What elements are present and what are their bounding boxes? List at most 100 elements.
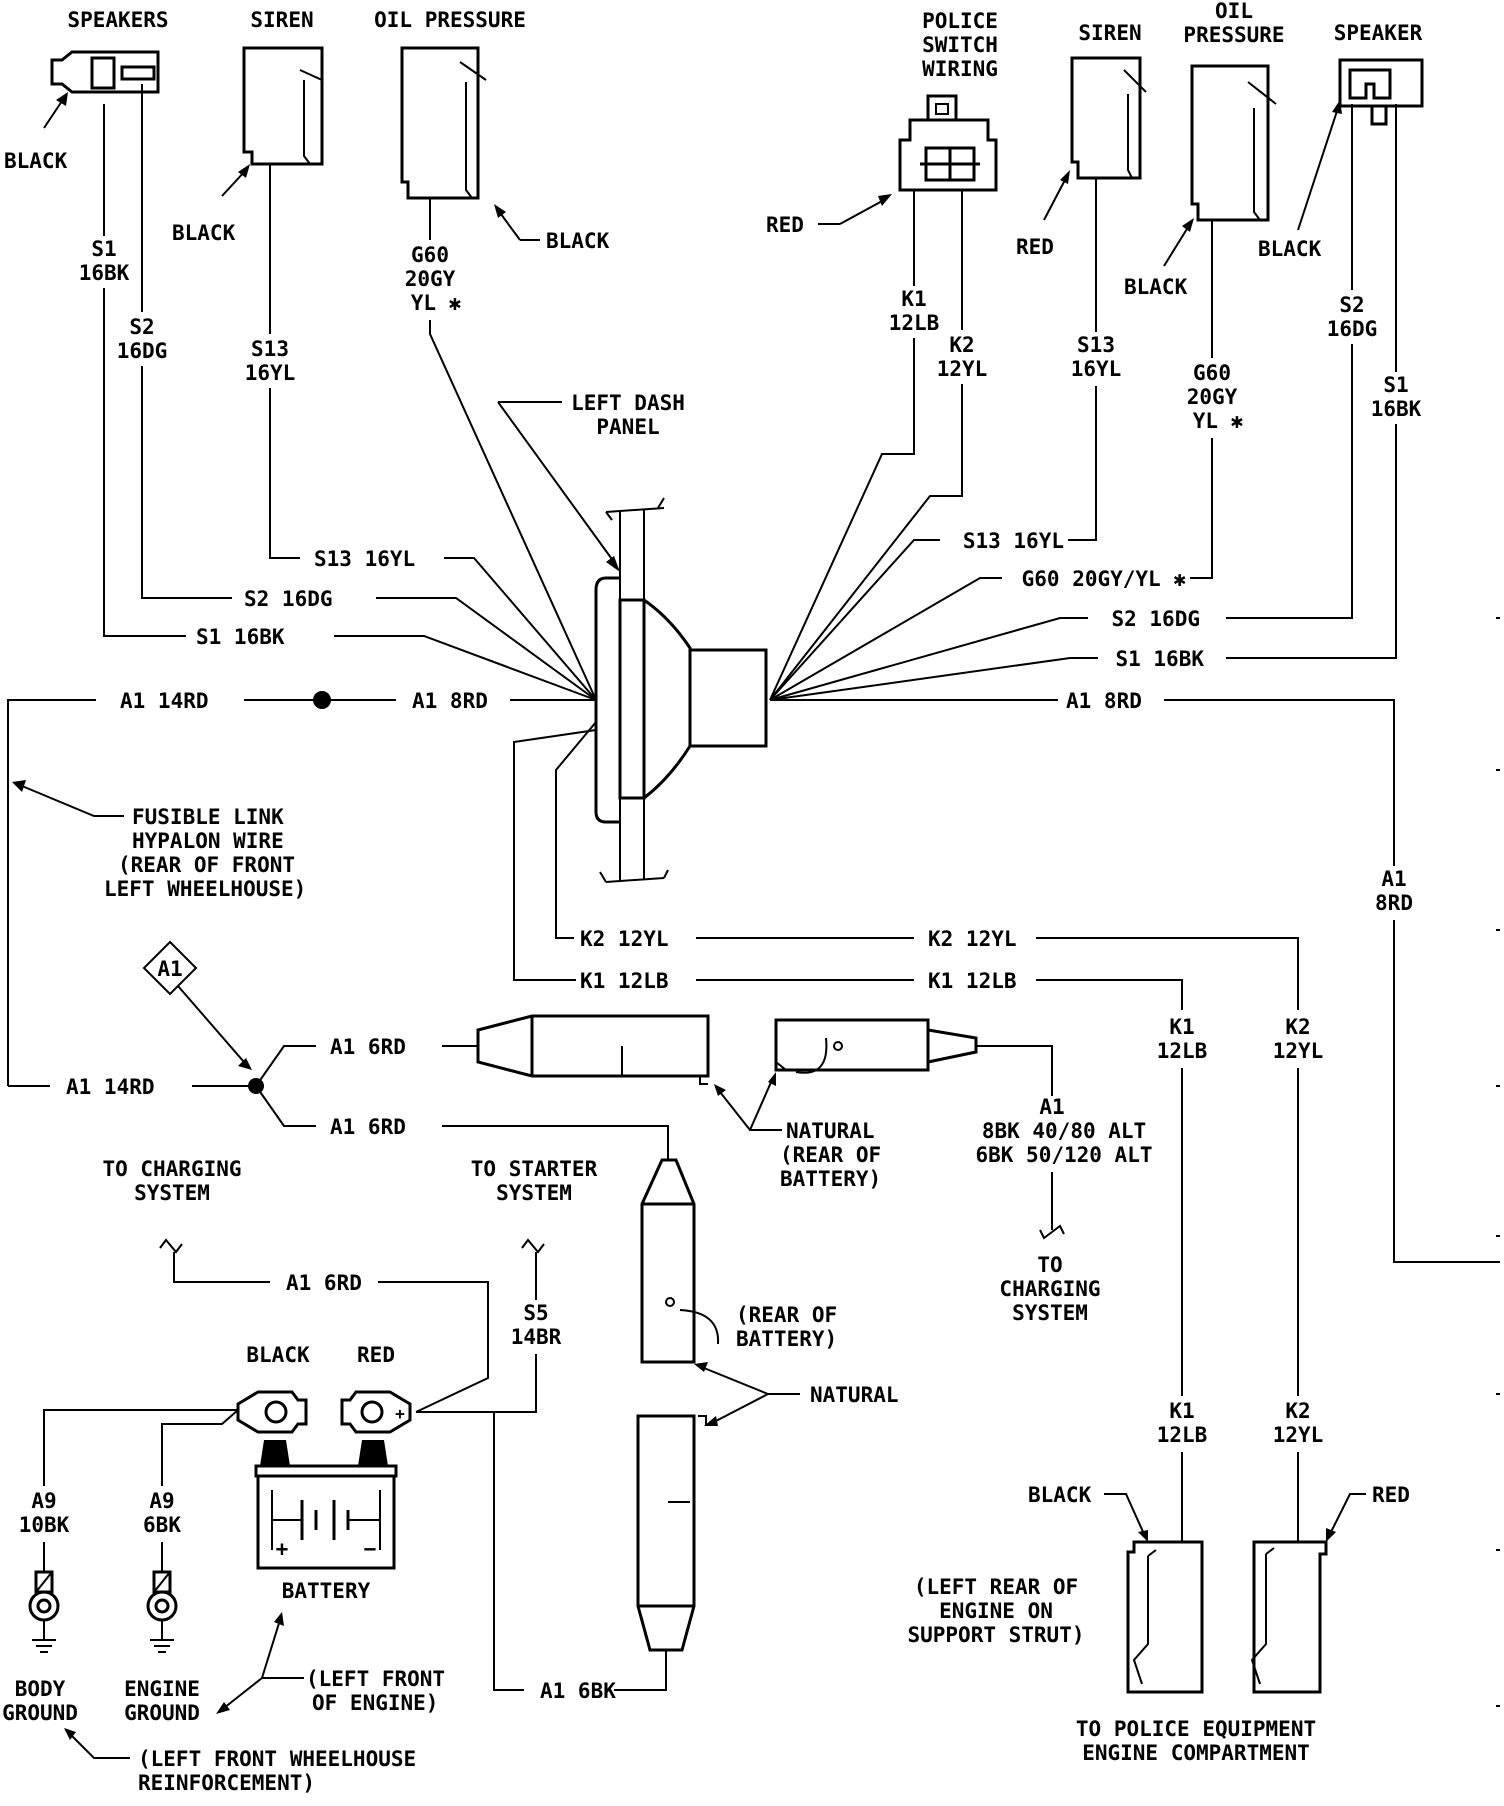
- alt-wire-line-2: 8BK 40/80 ALT: [982, 1119, 1146, 1143]
- wire-s1-16bk-right: S1 16BK S1 16BK: [769, 104, 1422, 701]
- wire-label-k2-top-v1: K2: [949, 333, 974, 357]
- wire-s1-16bk-left: S1 16BK S1 16BK: [79, 104, 597, 701]
- wire-label-s2-r-h: S2 16DG: [1111, 607, 1200, 631]
- left-dash-panel-label: LEFT DASH PANEL: [497, 391, 685, 572]
- fusible-link-label: FUSIBLE LINK HYPALON WIRE (REAR OF FRONT…: [12, 780, 306, 901]
- wire-label-s2-h: S2 16DG: [244, 587, 333, 611]
- wire-label-s5-v1: S5: [523, 1301, 548, 1325]
- wire-label-k2-r2-v2: 12YL: [1273, 1423, 1324, 1447]
- natural-rear-line-3: BATTERY): [780, 1167, 881, 1191]
- police-switch-line-2: SWITCH: [922, 33, 998, 57]
- wire-label-k2-lower-a: K2 12YL: [580, 927, 669, 951]
- wire-label-s1-r-h: S1 16BK: [1115, 647, 1204, 671]
- splice-dot-lower: [248, 1078, 264, 1094]
- black-terminal-label: BLACK: [246, 1343, 310, 1367]
- engine-ground-line-2: GROUND: [124, 1701, 200, 1725]
- oil-pressure-right-title: OIL PRESSURE: [1183, 0, 1284, 47]
- left-rear-engine-line-2: ENGINE ON: [939, 1599, 1053, 1623]
- wire-label-k2-r1-v2: 12YL: [1273, 1039, 1324, 1063]
- rear-of-battery-label: (REAR OF BATTERY): [736, 1303, 837, 1351]
- wire-label-a9-6bk-v2: 6BK: [143, 1513, 181, 1537]
- red-arrow-police-eq: [1326, 1493, 1366, 1542]
- left-front-engine-line-1: (LEFT FRONT: [306, 1667, 445, 1691]
- wire-label-k1-top-v2: 12LB: [889, 311, 940, 335]
- black-arrow-speakers: [43, 92, 68, 129]
- red-arrow-siren-right: [1043, 170, 1070, 221]
- wire-label-s13-r-h: S13 16YL: [963, 529, 1064, 553]
- wire-label-a1-14rd-lower: A1 14RD: [66, 1075, 155, 1099]
- wire-label-s2-r-v2: 16DG: [1327, 317, 1378, 341]
- to-starter-label: TO STARTER SYSTEM: [471, 1157, 598, 1300]
- black-label-oil: BLACK: [546, 229, 610, 253]
- wire-label-s2-v2: 16DG: [117, 339, 168, 363]
- wire-label-a1-14rd-upper: A1 14RD: [120, 689, 209, 713]
- wire-label-s2-v1: S2: [129, 315, 154, 339]
- positive-terminal-clamp: +: [340, 1390, 412, 1434]
- positive-terminal-plus: +: [395, 1404, 405, 1423]
- wire-s13-16yl-right: S13 16YL S13 16YL: [769, 178, 1121, 701]
- wire-label-g60-r-v2: 20GY: [1187, 385, 1238, 409]
- siren-right-connector: [1070, 56, 1147, 180]
- natural-label-lower: NATURAL: [810, 1383, 899, 1407]
- to-police-equipment-line-2: ENGINE COMPARTMENT: [1082, 1741, 1310, 1765]
- speaker-right-connector: [1338, 58, 1424, 126]
- wire-label-g60-v3: YL ✱: [411, 291, 462, 315]
- black-label-speaker-right: BLACK: [1258, 237, 1322, 261]
- left-dash-panel-grommet: [594, 497, 768, 883]
- wire-k1-12lb-lower: K1 12LB K1 12LB K1 12LB K1 12LB: [513, 729, 1208, 1542]
- natural-arrows-upper: [714, 1072, 782, 1131]
- wire-label-s5-v2: 14BR: [511, 1325, 562, 1349]
- wire-label-s1-v2: 16BK: [79, 261, 130, 285]
- red-arrow-switch: [818, 194, 892, 225]
- engine-ground-line-1: ENGINE: [124, 1677, 200, 1701]
- rear-of-battery-line-1: (REAR OF: [736, 1303, 837, 1327]
- wire-s5-14br: S5 14BR: [416, 1301, 562, 1413]
- wire-label-s2-r-v1: S2: [1339, 293, 1364, 317]
- natural-rear-battery-label: NATURAL (REAR OF BATTERY): [780, 1119, 881, 1191]
- wire-label-k1-r1-v2: 12LB: [1157, 1039, 1208, 1063]
- oil-pressure-left-title: OIL PRESSURE: [374, 8, 526, 32]
- wire-a9-6bk: A9 6BK: [143, 1409, 239, 1572]
- fusible-link-line-1: FUSIBLE LINK: [132, 805, 284, 829]
- to-starter-line-2: SYSTEM: [496, 1181, 572, 1205]
- left-front-wheelhouse-line-2: REINFORCEMENT): [138, 1771, 315, 1795]
- wire-label-k1-r1-v1: K1: [1169, 1015, 1194, 1039]
- left-rear-engine-line-3: SUPPORT STRUT): [907, 1623, 1084, 1647]
- to-starter-line-1: TO STARTER: [471, 1157, 598, 1181]
- to-charging-right-line-2: CHARGING: [999, 1277, 1100, 1301]
- siren-right-title: SIREN: [1078, 21, 1141, 45]
- to-charging-right-line-1: TO: [1037, 1253, 1062, 1277]
- black-label-oil-right: BLACK: [1124, 275, 1188, 299]
- fusible-link-line-2: HYPALON WIRE: [132, 829, 284, 853]
- wire-label-a1-6rd-lower: A1 6RD: [330, 1115, 406, 1139]
- wire-s13-16yl-left: S13 16YL S13 16YL: [245, 164, 597, 701]
- body-ground-label: BODY GROUND: [2, 1677, 78, 1725]
- red-terminal-label: RED: [357, 1343, 395, 1367]
- a1-diamond-label: A1: [157, 957, 182, 981]
- alt-wire-line-3: 6BK 50/120 ALT: [975, 1143, 1152, 1167]
- wire-label-a9-10bk-v1: A9: [31, 1489, 56, 1513]
- engine-ground-label: ENGINE GROUND: [124, 1677, 200, 1725]
- natural-arrows-lower: [694, 1362, 800, 1426]
- wire-label-s1-v1: S1: [91, 237, 116, 261]
- to-police-equipment-label: TO POLICE EQUIPMENT ENGINE COMPARTMENT: [1076, 1717, 1316, 1765]
- wire-label-k1-lower-b: K1 12LB: [928, 969, 1017, 993]
- wire-a1-14rd-lower: A1 14RD: [8, 1045, 316, 1127]
- police-switch-line-1: POLICE: [922, 9, 998, 33]
- to-charging-left-line-2: SYSTEM: [134, 1181, 210, 1205]
- left-front-wheelhouse-label: (LEFT FRONT WHEELHOUSE REINFORCEMENT): [64, 1728, 416, 1795]
- wire-label-k1-r2-v1: K1: [1169, 1399, 1194, 1423]
- black-arrow-speaker-right: [1297, 100, 1342, 231]
- wire-label-a1-6rd-upper: A1 6RD: [330, 1035, 406, 1059]
- splice-dot-upper: [313, 691, 331, 709]
- fusible-link-line-3: (REAR OF FRONT: [118, 853, 295, 877]
- to-charging-right-line-3: SYSTEM: [1012, 1301, 1088, 1325]
- body-ground-icon: [28, 1570, 60, 1653]
- wire-label-a1-8rd-right: A1 8RD: [1066, 689, 1142, 713]
- body-ground-line-1: BODY: [15, 1677, 66, 1701]
- vertical-fusible-upper: [640, 1158, 720, 1364]
- oil-pressure-left-connector: [400, 46, 487, 200]
- red-label-police-eq: RED: [1372, 1483, 1410, 1507]
- wire-k2-12yl-lower: K2 12YL K2 12YL K2 12YL K2 12YL: [555, 721, 1324, 1542]
